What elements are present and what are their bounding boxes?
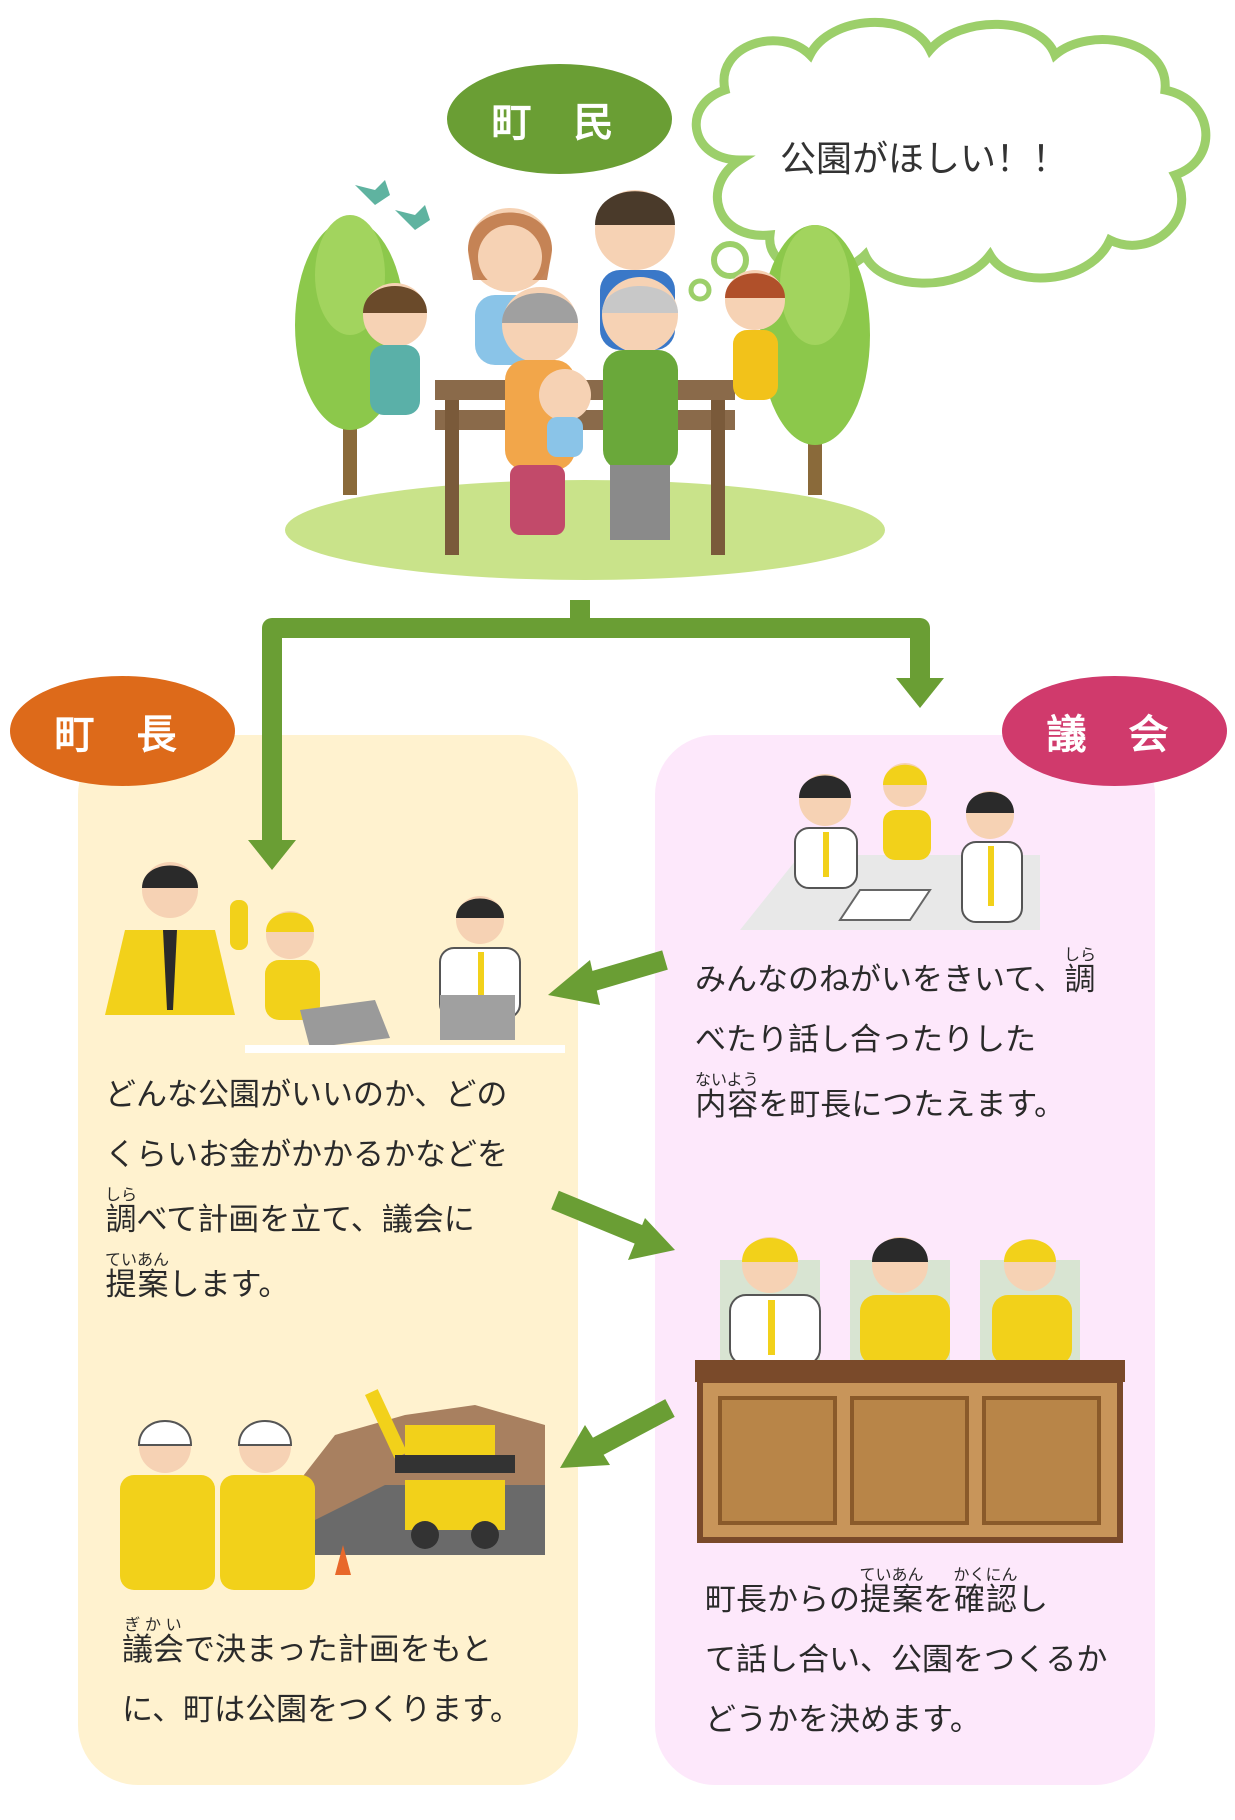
family-illustration (285, 180, 885, 580)
council-text-1: みんなのねがいをきいて、調しら べたり話し合ったりした 内容ないようを町長につた… (695, 945, 1097, 1123)
mayor-text-1: どんな公園がいいのか、どの くらいお金がかかるかなどを 調しらべて計画を立て、議… (105, 1077, 508, 1303)
council-assembly-illustration (695, 1237, 1125, 1543)
mayor-office-illustration (105, 862, 565, 1053)
council-label: 議 会 (1002, 676, 1227, 786)
council-text-2: 町長からの提案ていあんを確認かくにんし て話し合い、公園をつくるか どうかを決め… (705, 1565, 1108, 1738)
mayor-text-2: 議会ぎかいで決まった計画をもと に、町は公園をつくります。 (122, 1615, 521, 1728)
branch-arrows (248, 600, 944, 870)
townspeople-label: 町 民 (447, 64, 672, 174)
council-meeting-illustration (740, 763, 1040, 930)
construction-illustration (120, 1389, 545, 1590)
mayor-label: 町 長 (10, 676, 235, 786)
thought-cloud (688, 18, 1211, 302)
speech-text: 公園がほしい！！ (780, 139, 1069, 180)
